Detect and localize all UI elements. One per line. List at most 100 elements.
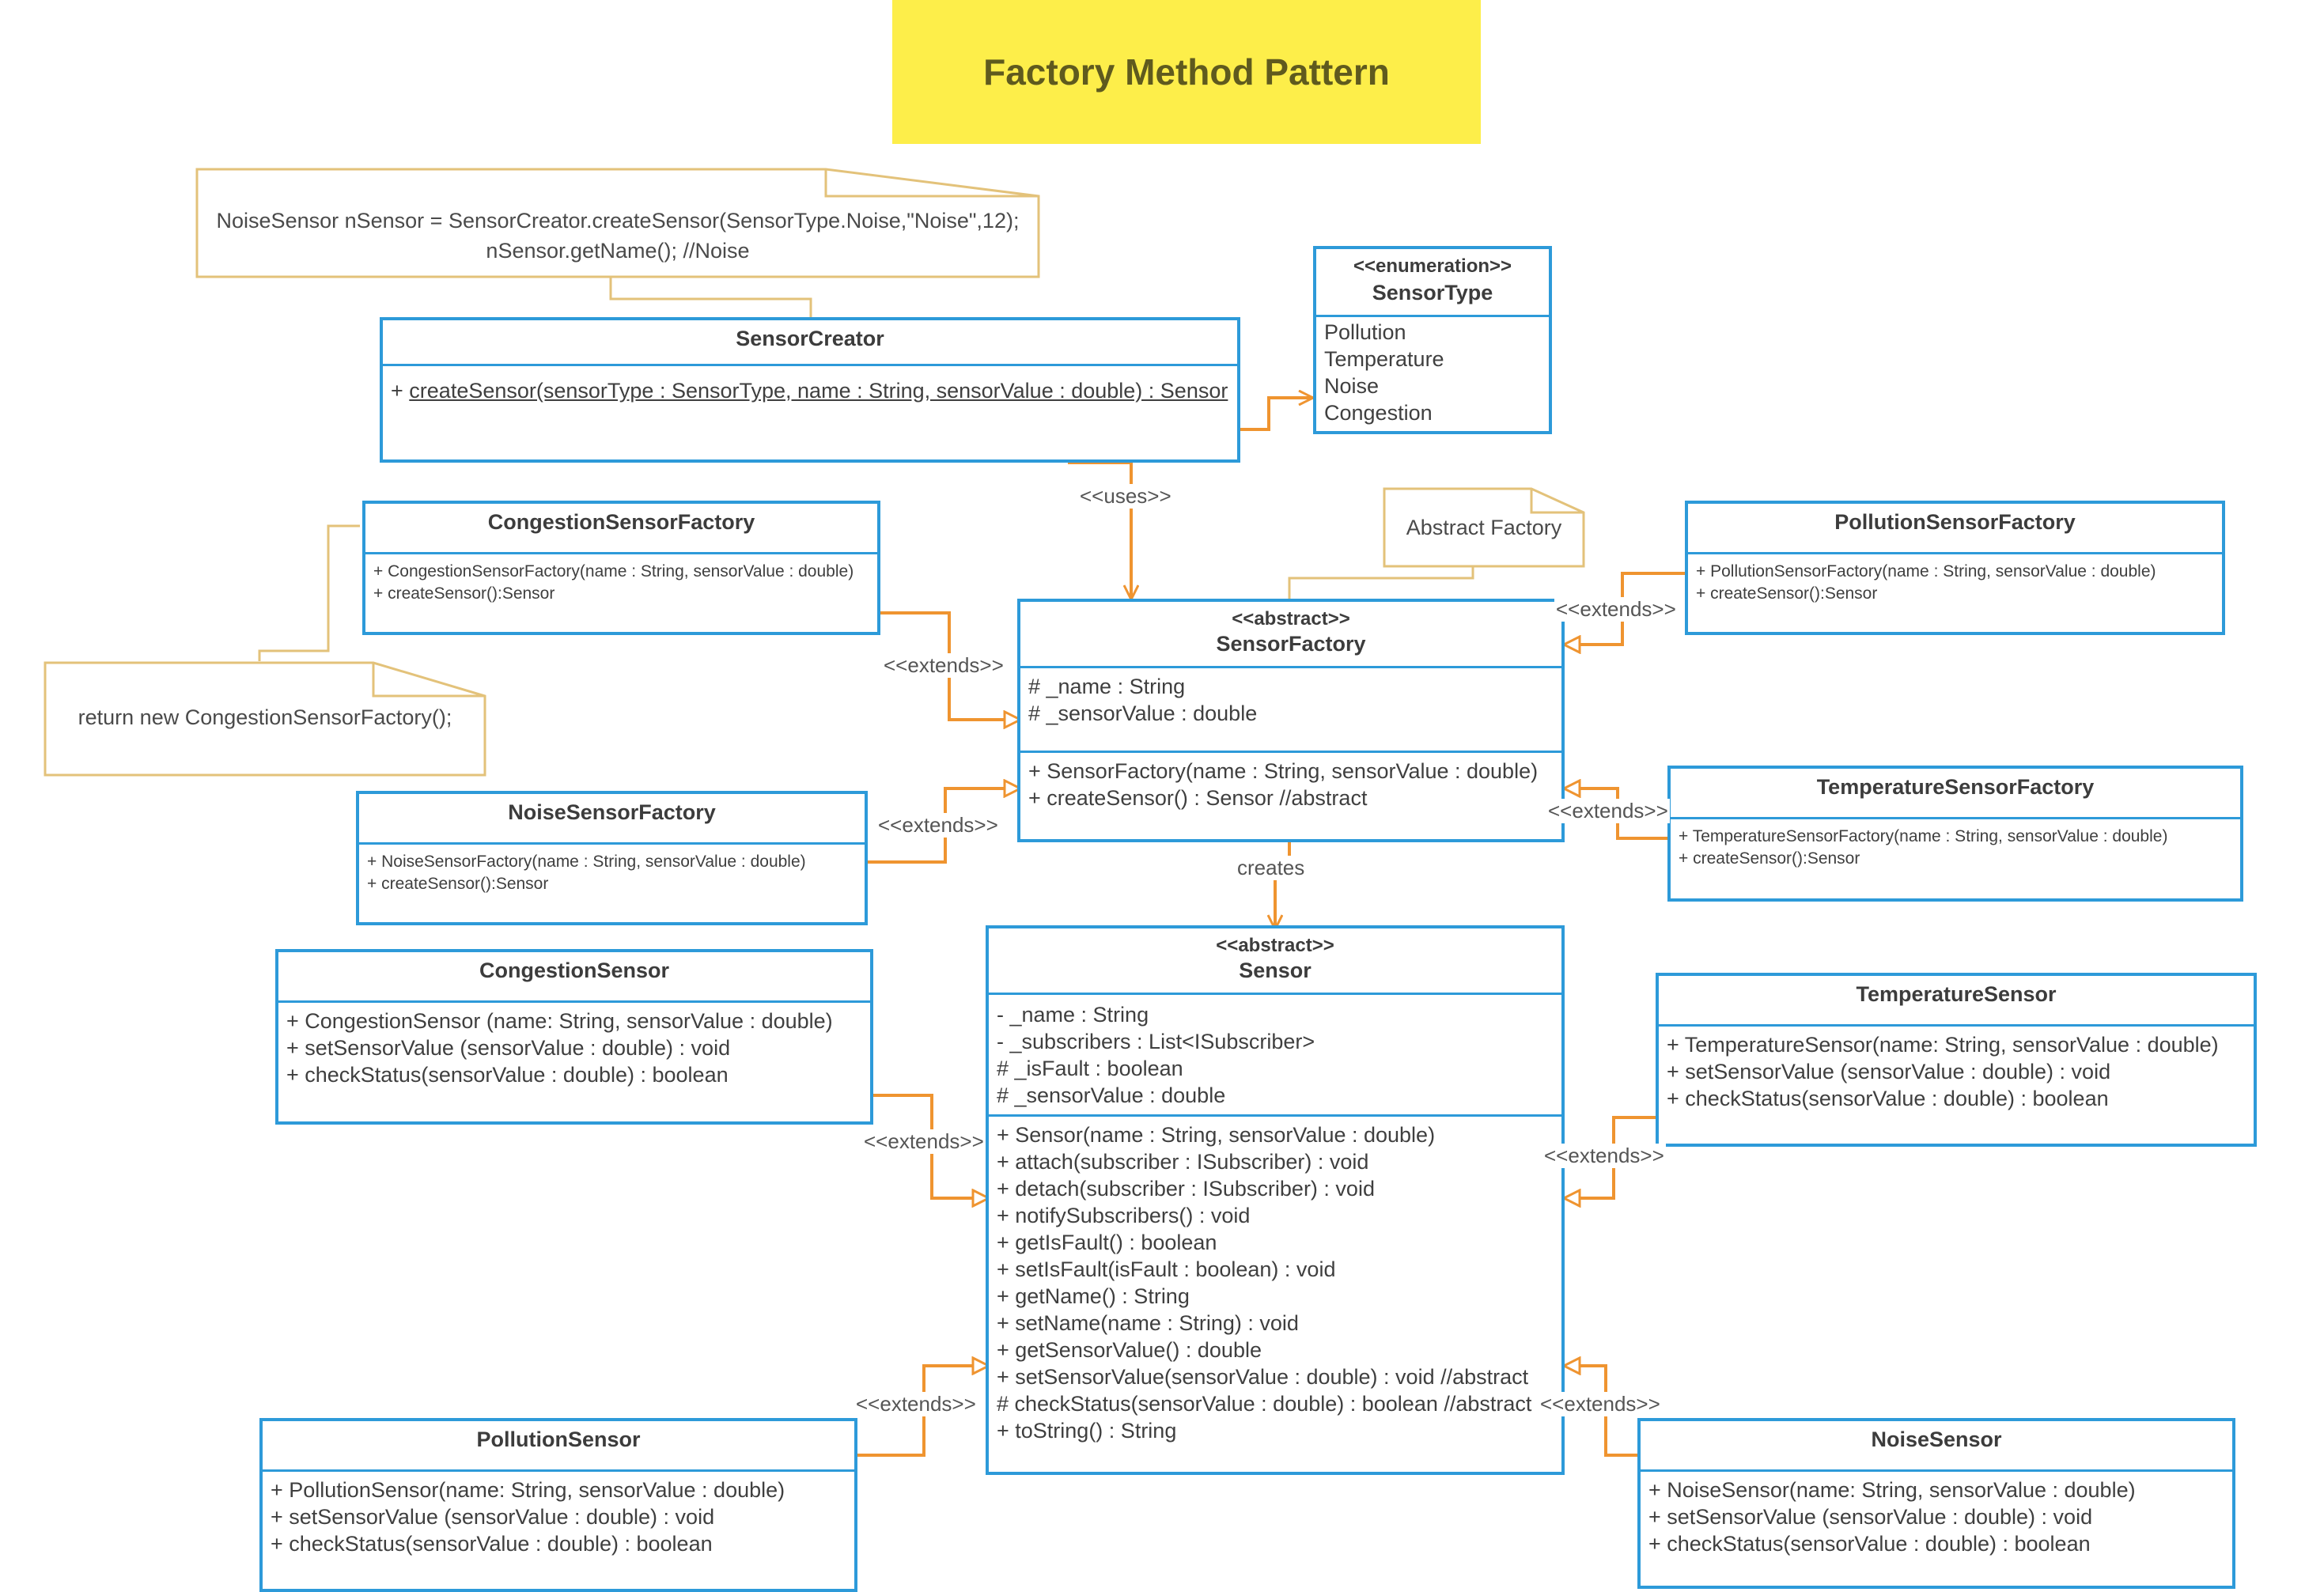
enum-sensor-type-name: SensorType [1372,281,1493,304]
method: + getName() : String [997,1284,1190,1308]
attribute: # _sensorValue : double [997,1083,1226,1107]
enum-sensor-type-stereotype: <<enumeration>> [1353,255,1512,277]
attribute: - _name : String [997,1003,1149,1027]
method: + checkStatus(sensorValue : double) : bo… [1667,1087,2109,1110]
abstract-factory-note: Abstract Factory [1383,487,1585,568]
method: + Sensor(name : String, sensorValue : do… [997,1123,1436,1147]
sensor-creator-method-signature: createSensor(sensorType : SensorType, na… [409,379,1228,403]
enum-value: Congestion [1324,401,1433,425]
attribute: # _sensorValue : double [1028,701,1258,725]
extends-label-noise-factory: <<extends>> [876,813,1000,838]
class-congestion-sensor-name: CongestionSensor [278,952,870,1003]
sensor-factory-stereotype: <<abstract>> [1232,608,1350,630]
method: + NoiseSensor(name: String, sensorValue … [1648,1478,2136,1502]
method: + checkStatus(sensorValue : double) : bo… [286,1063,729,1087]
sensor-stereotype: <<abstract>> [1216,935,1334,956]
method: + checkStatus(sensorValue : double) : bo… [271,1532,713,1556]
method: + SensorFactory(name : String, sensorVal… [1028,759,1539,783]
method: + createSensor():Sensor [373,584,555,603]
abstract-factory-note-text: Abstract Factory [1406,516,1562,539]
method: + setSensorValue(sensorValue : double) :… [997,1365,1529,1389]
sensor-factory-name: SensorFactory [1216,632,1366,656]
uses-connector [1068,461,1131,599]
extends-label-temperature-sensor: <<extends>> [1542,1144,1666,1168]
method: + createSensor():Sensor [1696,584,1878,603]
congestion-return-note: return new CongestionSensorFactory(); [44,661,486,777]
diagram-title: Factory Method Pattern [983,51,1390,93]
sensor-methods: + Sensor(name : String, sensorValue : do… [989,1114,1561,1449]
class-temperature-sensor-factory-name: TemperatureSensorFactory [1671,769,2240,819]
class-congestion-sensor: CongestionSensor + CongestionSensor (nam… [275,949,873,1125]
method: + checkStatus(sensorValue : double) : bo… [1648,1532,2091,1556]
method: + PollutionSensorFactory(name : String, … [1696,562,2156,580]
class-congestion-sensor-factory-name: CongestionSensorFactory [365,504,877,554]
sensor-creator-method-visibility: + [391,379,403,403]
class-noise-sensor: NoiseSensor + NoiseSensor(name: String, … [1637,1418,2235,1589]
usage-note-shape [195,168,1040,278]
uses-label: <<uses>> [1078,484,1173,509]
sensor-name: Sensor [1239,959,1312,982]
class-temperature-sensor: TemperatureSensor + TemperatureSensor(na… [1656,973,2257,1147]
class-pollution-sensor: PollutionSensor + PollutionSensor(name: … [259,1418,857,1592]
enum-value: Pollution [1324,320,1406,344]
class-congestion-sensor-factory: CongestionSensorFactory + CongestionSens… [362,501,880,635]
method: + attach(subscriber : ISubscriber) : voi… [997,1150,1369,1174]
method: + detach(subscriber : ISubscriber) : voi… [997,1177,1375,1201]
usage-note: NoiseSensor nSensor = SensorCreator.crea… [195,168,1040,278]
class-pollution-sensor-factory-name: PollutionSensorFactory [1688,504,2222,554]
extends-label-congestion-factory: <<extends>> [882,653,1005,678]
sensor-factory-attributes: # _name : String # _sensorValue : double [1020,668,1561,751]
congestion-return-note-shape [44,661,486,777]
method: + setSensorValue (sensorValue : double) … [1667,1060,2111,1083]
method: + setSensorValue (sensorValue : double) … [271,1505,715,1529]
method: + toString() : String [997,1419,1177,1443]
class-sensor-factory: <<abstract>> SensorFactory # _name : Str… [1017,599,1565,842]
method: + createSensor():Sensor [1679,849,1860,868]
method: + CongestionSensorFactory(name : String,… [373,562,854,580]
method: + getIsFault() : boolean [997,1231,1217,1254]
method: + setIsFault(isFault : boolean) : void [997,1257,1336,1281]
method: + getSensorValue() : double [997,1338,1262,1362]
note-connectors [258,276,1474,661]
method: + NoiseSensorFactory(name : String, sens… [367,853,806,871]
enum-value: Temperature [1324,347,1444,371]
method: + setSensorValue (sensorValue : double) … [286,1036,731,1060]
class-sensor-creator-name: SensorCreator [383,320,1237,366]
extends-label-noise-sensor: <<extends>> [1539,1392,1662,1416]
class-pollution-sensor-name: PollutionSensor [263,1421,854,1472]
extends-label-pollution-factory: <<extends>> [1554,597,1678,622]
class-sensor: <<abstract>> Sensor - _name : String - _… [986,925,1565,1475]
class-pollution-sensor-factory: PollutionSensorFactory + PollutionSensor… [1685,501,2225,635]
class-sensor-creator: SensorCreator + createSensor(sensorType … [380,317,1240,463]
enum-sensor-type-values: Pollution Temperature Noise Congestion [1316,317,1549,431]
sensor-creator-method: + createSensor(sensorType : SensorType, … [391,377,1229,404]
sensorcreator-sensortype-connector [1232,398,1313,431]
class-noise-sensor-factory-name: NoiseSensorFactory [359,794,865,845]
sensor-factory-methods: + SensorFactory(name : String, sensorVal… [1020,751,1561,816]
method: + TemperatureSensor(name: String, sensor… [1667,1033,2219,1057]
congestion-return-note-text: return new CongestionSensorFactory(); [78,705,452,729]
class-temperature-sensor-name: TemperatureSensor [1659,976,2254,1027]
extends-label-pollution-sensor: <<extends>> [854,1392,978,1416]
enum-sensor-type-header: <<enumeration>> SensorType [1316,249,1549,317]
attribute: # _isFault : boolean [997,1057,1183,1080]
abstract-factory-note-shape [1383,487,1585,568]
method: + PollutionSensor(name: String, sensorVa… [271,1478,785,1502]
method: # checkStatus(sensorValue : double) : bo… [997,1392,1532,1416]
attribute: - _subscribers : List<ISubscriber> [997,1030,1315,1053]
class-noise-sensor-name: NoiseSensor [1641,1421,2232,1472]
method: + createSensor() : Sensor //abstract [1028,786,1368,810]
diagram-title-banner: Factory Method Pattern [892,0,1481,144]
class-sensor-factory-header: <<abstract>> SensorFactory [1020,602,1561,668]
extends-label-congestion-sensor: <<extends>> [862,1129,986,1154]
creates-label: creates [1236,856,1307,880]
sensor-attributes: - _name : String - _subscribers : List<I… [989,995,1561,1114]
class-temperature-sensor-factory: TemperatureSensorFactory + TemperatureSe… [1667,766,2243,902]
method: + TemperatureSensorFactory(name : String… [1679,827,2168,845]
class-sensor-header: <<abstract>> Sensor [989,928,1561,995]
method: + CongestionSensor (name: String, sensor… [286,1009,833,1033]
method: + notifySubscribers() : void [997,1204,1251,1227]
enum-sensor-type: <<enumeration>> SensorType Pollution Tem… [1313,246,1552,434]
method: + createSensor():Sensor [367,875,549,893]
class-noise-sensor-factory: NoiseSensorFactory + NoiseSensorFactory(… [356,791,868,925]
